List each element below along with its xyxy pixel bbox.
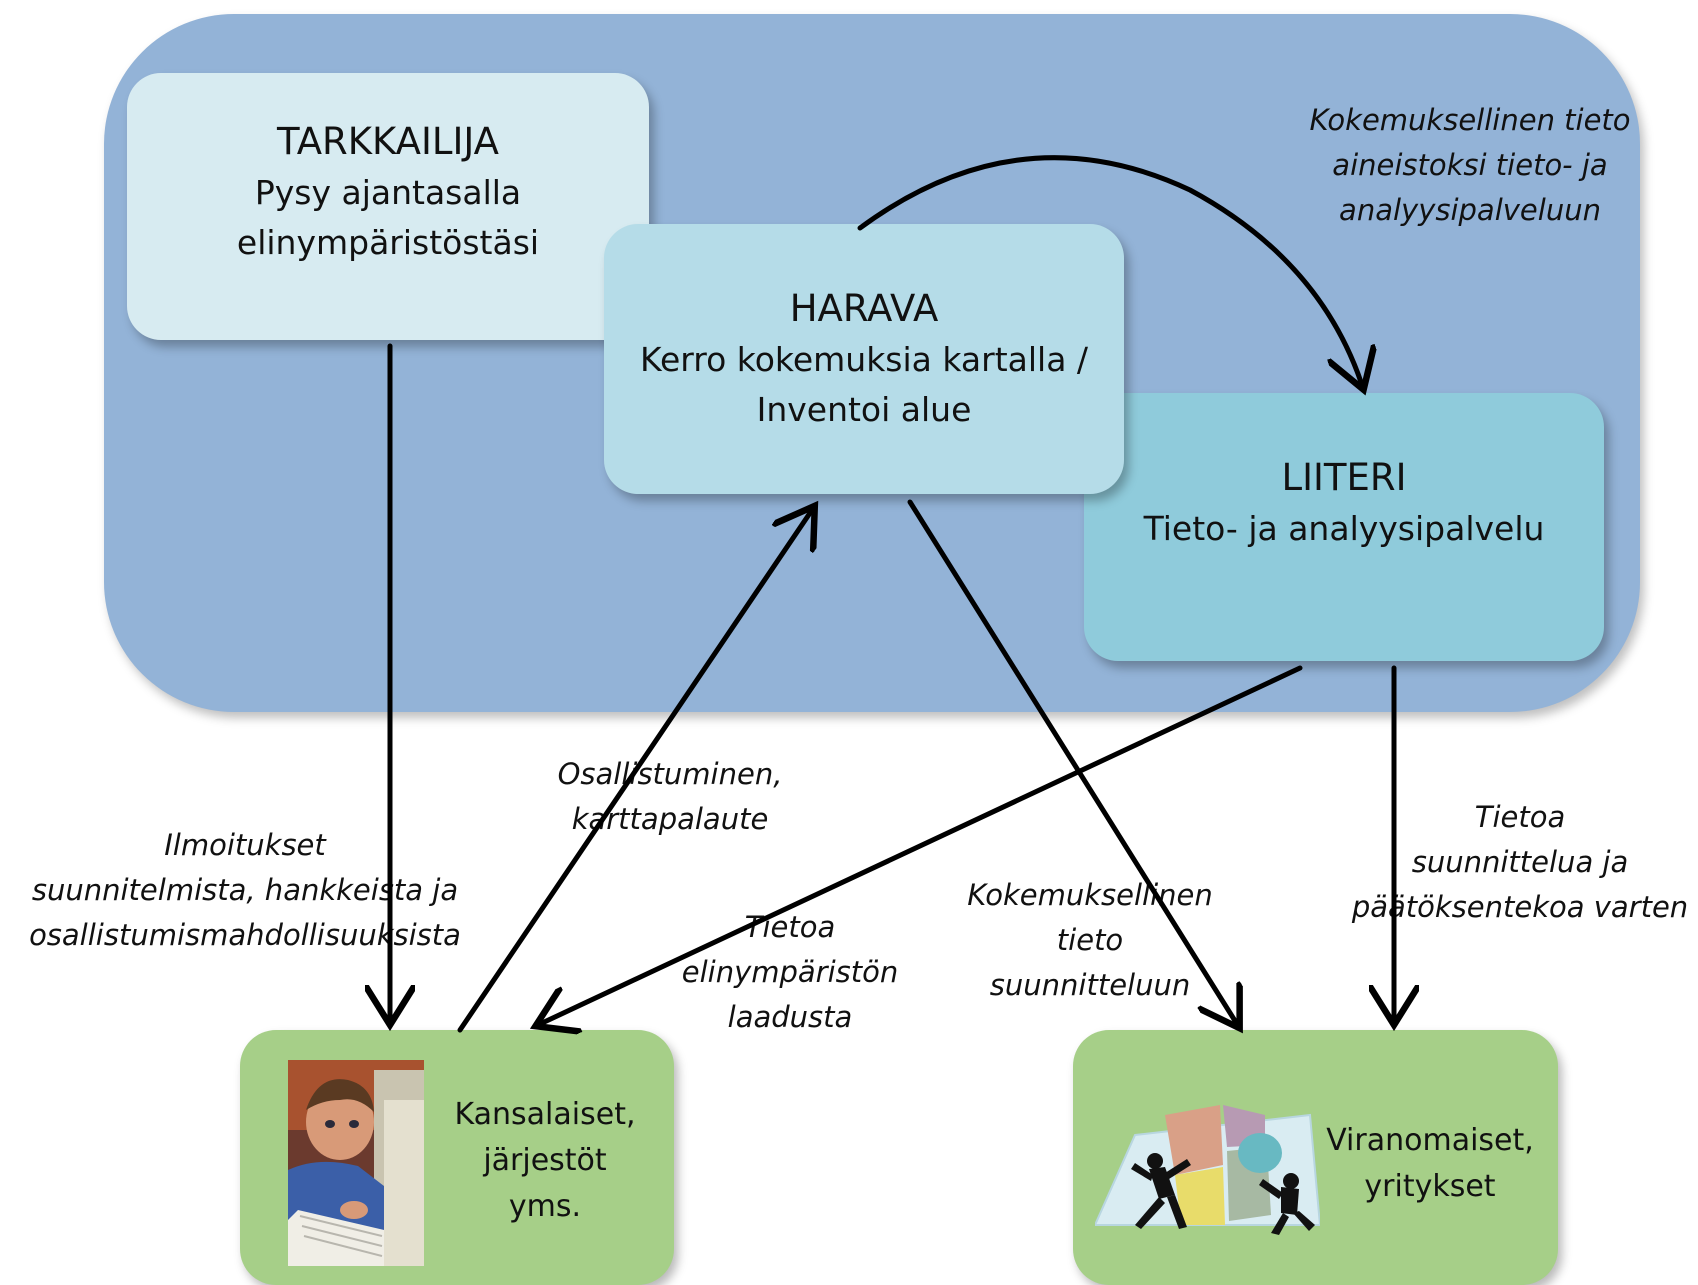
tarkkailija-desc-line1: Pysy ajantasalla — [254, 172, 522, 212]
edge-label-line: analyysipalveluun — [1339, 193, 1601, 227]
citizens-label-line2: järjestöt — [483, 1143, 607, 1178]
citizens-label: Kansalaiset, järjestöt yms. — [440, 1092, 650, 1230]
edge-label-line: Kokemuksellinen tieto — [1309, 103, 1631, 137]
citizens-label-line3: yms. — [508, 1189, 582, 1224]
liiteri-desc-line1: Tieto- ja analyysipalvelu — [1143, 509, 1545, 548]
arrow-harava-to-liiteri — [857, 155, 1362, 385]
edge-label-line: suunnitteluun — [989, 968, 1191, 1002]
harava-desc-line1: Kerro kokemuksia kartalla / — [639, 340, 1089, 379]
harava-desc-line2: Inventoi alue — [756, 390, 972, 429]
edge-label-line: elinympäristön — [681, 955, 899, 989]
edge-label-line: aineistoksi tieto- ja — [1332, 148, 1608, 182]
edge-label-harava-to-liiteri: Kokemuksellinen tieto aineistoksi tieto-… — [1270, 98, 1670, 233]
edge-label-line: Tietoa — [1474, 800, 1566, 834]
edge-label-line: tieto — [1056, 923, 1124, 957]
arrow-liiteri-to-citizens — [540, 665, 1303, 1024]
business-figures-image — [1095, 1105, 1320, 1235]
authorities-label: Viranomaiset, yritykset — [1310, 1118, 1550, 1210]
liiteri-title: LIITERI — [1281, 456, 1407, 499]
edge-label-line: suunnitelmista, hankkeista ja — [31, 873, 459, 907]
authorities-label-line2: yritykset — [1364, 1169, 1496, 1204]
edge-label-line: Osallistuminen, — [557, 757, 783, 791]
arrow-harava-to-authorities — [907, 499, 1237, 1024]
harava-node: HARAVA Kerro kokemuksia kartalla / Inven… — [604, 224, 1124, 494]
edge-label-line: suunnittelua ja — [1411, 845, 1629, 879]
arrow-citizens-to-harava — [457, 510, 812, 1033]
tarkkailija-desc-line2: elinympäristöstäsi — [236, 222, 540, 262]
edge-label-citizens-to-harava: Osallistuminen, karttapalaute — [530, 752, 810, 842]
edge-label-line: laadusta — [727, 1000, 853, 1034]
edge-label-liiteri-to-citizens: Tietoa elinympäristön laadusta — [660, 905, 920, 1040]
edge-label-harava-to-authorities: Kokemuksellinen tieto suunnitteluun — [960, 873, 1220, 1008]
tarkkailija-title: TARKKAILIJA — [277, 119, 499, 163]
edge-label-liiteri-to-authorities: Tietoa suunnittelua ja päätöksentekoa va… — [1340, 795, 1698, 930]
edge-label-line: Kokemuksellinen — [967, 878, 1213, 912]
authorities-label-line1: Viranomaiset, — [1326, 1123, 1534, 1158]
liiteri-node: LIITERI Tieto- ja analyysipalvelu — [1084, 393, 1604, 661]
harava-title: HARAVA — [789, 287, 939, 330]
citizens-label-line1: Kansalaiset, — [454, 1097, 636, 1132]
child-at-computer-image — [288, 1060, 424, 1266]
edge-label-line: Tietoa — [744, 910, 836, 944]
edge-label-line: Ilmoitukset — [164, 828, 326, 862]
tarkkailija-node: TARKKAILIJA Pysy ajantasalla elinympäris… — [127, 73, 649, 340]
edge-label-line: päätöksentekoa varten — [1351, 890, 1689, 924]
